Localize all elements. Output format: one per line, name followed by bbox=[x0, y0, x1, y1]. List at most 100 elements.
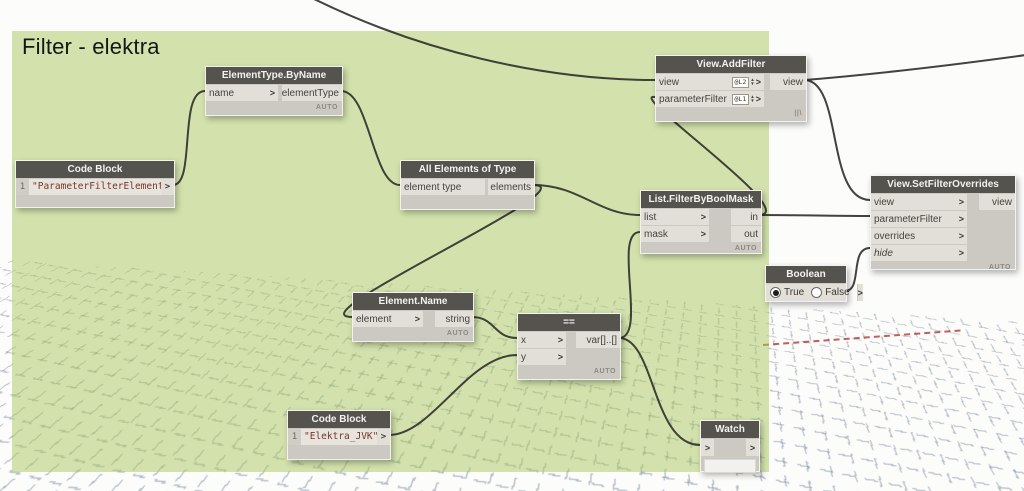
input-port-view[interactable]: view > bbox=[871, 194, 967, 210]
radio-false-icon[interactable] bbox=[811, 287, 823, 298]
port-chevron-icon: > bbox=[749, 442, 756, 453]
wire-codeblock1-to-byname[interactable] bbox=[172, 90, 206, 186]
wire-equals-to-filtermask-mask[interactable] bbox=[618, 231, 641, 339]
node-header[interactable]: View.AddFilter bbox=[656, 56, 806, 73]
stepper-down-icon[interactable]: ▼ bbox=[750, 81, 755, 86]
watch-content bbox=[704, 459, 756, 473]
output-port[interactable]: > bbox=[377, 429, 390, 445]
radio-false[interactable]: False bbox=[811, 287, 850, 298]
input-port-overrides[interactable]: overrides > bbox=[871, 228, 967, 244]
wire-allelements-to-elementname[interactable] bbox=[343, 184, 542, 318]
wire-addfilter-to-offscreen-right[interactable] bbox=[804, 54, 1024, 81]
radio-true[interactable]: True bbox=[770, 287, 804, 298]
level-value[interactable]: @L2 bbox=[731, 76, 750, 88]
lacing-indicator[interactable]: AUTO bbox=[734, 245, 757, 252]
input-port-view[interactable]: view @L2 ▲▼ > bbox=[656, 74, 764, 90]
level-value[interactable]: @L1 bbox=[731, 93, 750, 105]
lacing-indicator[interactable]: AUTO bbox=[315, 104, 338, 111]
level-control[interactable]: @L2 ▲▼ > bbox=[731, 76, 761, 88]
port-chevron-icon: > bbox=[755, 77, 761, 87]
node-header[interactable]: List.FilterByBoolMask bbox=[641, 191, 761, 208]
port-chevron-icon: > bbox=[958, 197, 964, 207]
lacing-indicator[interactable]: AUTO bbox=[988, 264, 1011, 271]
node-header[interactable]: All Elements of Type bbox=[401, 161, 534, 178]
code-text[interactable]: "ParameterFilterElement"; bbox=[29, 179, 161, 195]
code-text[interactable]: "Elektra_JVK"; bbox=[301, 429, 377, 445]
level-stepper[interactable]: ▲▼ bbox=[750, 76, 755, 87]
wire-codeblock2-to-equals-y[interactable] bbox=[388, 354, 518, 436]
input-port-name[interactable]: name > bbox=[206, 85, 278, 101]
lacing-indicator[interactable]: AUTO bbox=[446, 330, 469, 337]
input-port-list[interactable]: list > bbox=[641, 209, 709, 225]
output-port-view[interactable]: view bbox=[979, 194, 1015, 210]
node-elementtype-byname[interactable]: ElementType.ByName name > elementType AU… bbox=[205, 66, 343, 116]
input-port[interactable]: > bbox=[701, 439, 714, 456]
output-port-var[interactable]: var[]..[] bbox=[576, 332, 620, 348]
port-chevron-icon: > bbox=[164, 182, 171, 192]
wire-boolean-to-setoverrides-hide[interactable] bbox=[844, 247, 871, 292]
output-port-elementtype[interactable]: elementType bbox=[282, 85, 342, 101]
port-label: out bbox=[744, 228, 758, 240]
input-port-x[interactable]: x > bbox=[518, 332, 566, 348]
input-port-y[interactable]: y > bbox=[518, 349, 566, 365]
port-label: element type bbox=[404, 181, 462, 193]
port-label: name bbox=[209, 87, 235, 99]
node-header[interactable]: ElementType.ByName bbox=[206, 67, 342, 84]
node-boolean[interactable]: Boolean True False > bbox=[765, 265, 863, 302]
lacing-indicator[interactable]: ||\ bbox=[794, 110, 802, 117]
node-header[interactable]: View.SetFilterOverrides bbox=[871, 176, 1015, 193]
wire-allelements-to-filtermask-list[interactable] bbox=[532, 184, 641, 216]
node-view-addfilter[interactable]: View.AddFilter view @L2 ▲▼ > view parame… bbox=[655, 55, 807, 122]
output-port-in[interactable]: in bbox=[731, 209, 761, 225]
port-chevron-icon: > bbox=[700, 229, 706, 239]
wire-elementname-to-equals-x[interactable] bbox=[471, 316, 518, 339]
wire-equals-to-watch[interactable] bbox=[618, 337, 701, 446]
node-code-block-1[interactable]: Code Block 1 "ParameterFilterElement"; > bbox=[15, 160, 175, 208]
stepper-up-icon[interactable]: ▲ bbox=[750, 76, 755, 82]
wire-filtermask-to-addfilter-parameterfilter[interactable] bbox=[650, 95, 767, 216]
node-header[interactable]: Watch bbox=[701, 421, 759, 438]
output-port-string[interactable]: string bbox=[435, 311, 473, 327]
node-view-setfilteroverrides[interactable]: View.SetFilterOverrides view > view para… bbox=[870, 175, 1016, 271]
input-port-element[interactable]: element > bbox=[353, 311, 423, 327]
input-port-mask[interactable]: mask > bbox=[641, 226, 709, 242]
wire-offscreen-to-addfilter-view[interactable] bbox=[308, 0, 656, 81]
wire-byname-to-allelements[interactable] bbox=[340, 90, 401, 186]
node-watch[interactable]: Watch > > bbox=[700, 420, 760, 473]
group-title[interactable]: Filter - elektra bbox=[22, 34, 160, 59]
input-port-element-type[interactable]: element type bbox=[401, 179, 485, 195]
wire-addfilter-to-setoverrides-view[interactable] bbox=[804, 79, 871, 201]
input-port-hide[interactable]: hide > bbox=[871, 245, 967, 261]
output-port[interactable]: > bbox=[161, 179, 174, 195]
node-list-filterbyboolmask[interactable]: List.FilterByBoolMask list > in mask > o… bbox=[640, 190, 762, 254]
node-all-elements-of-type[interactable]: All Elements of Type element type elemen… bbox=[400, 160, 535, 210]
node-equals-operator[interactable]: == x > var[]..[] y > AUTO bbox=[517, 313, 621, 380]
node-header[interactable]: == bbox=[518, 314, 620, 331]
level-stepper[interactable]: ▲▼ bbox=[750, 93, 755, 104]
radio-true-icon[interactable] bbox=[770, 287, 781, 298]
level-control[interactable]: @L1 ▲▼ > bbox=[731, 93, 761, 105]
line-number: 1 bbox=[288, 429, 301, 445]
port-label: view bbox=[874, 196, 895, 208]
output-port-view[interactable]: view bbox=[770, 74, 806, 90]
node-header[interactable]: Code Block bbox=[288, 411, 390, 428]
input-port-parameterfilter[interactable]: parameterFilter @L1 ▲▼ > bbox=[656, 91, 764, 107]
port-label: var[]..[] bbox=[586, 334, 617, 346]
output-port[interactable]: > bbox=[856, 284, 863, 301]
node-header[interactable]: Element.Name bbox=[353, 293, 473, 310]
node-header[interactable]: Code Block bbox=[16, 161, 174, 178]
lacing-indicator[interactable]: AUTO bbox=[593, 368, 616, 375]
wire-filtermask-to-setoverrides-parameterfilter[interactable] bbox=[759, 214, 871, 217]
node-code-block-2[interactable]: Code Block 1 "Elektra_JVK"; > bbox=[287, 410, 391, 460]
node-header[interactable]: Boolean bbox=[766, 266, 846, 283]
port-label: elementType bbox=[281, 87, 339, 99]
output-port[interactable]: > bbox=[746, 439, 759, 456]
input-port-parameterfilter[interactable]: parameterFilter > bbox=[871, 211, 967, 227]
output-port-out[interactable]: out bbox=[731, 226, 761, 242]
stepper-down-icon[interactable]: ▼ bbox=[750, 98, 755, 103]
stepper-up-icon[interactable]: ▲ bbox=[750, 93, 755, 99]
port-label: element bbox=[356, 313, 392, 325]
output-port-elements[interactable]: elements bbox=[488, 179, 534, 195]
node-element-name[interactable]: Element.Name element > string AUTO bbox=[352, 292, 474, 342]
